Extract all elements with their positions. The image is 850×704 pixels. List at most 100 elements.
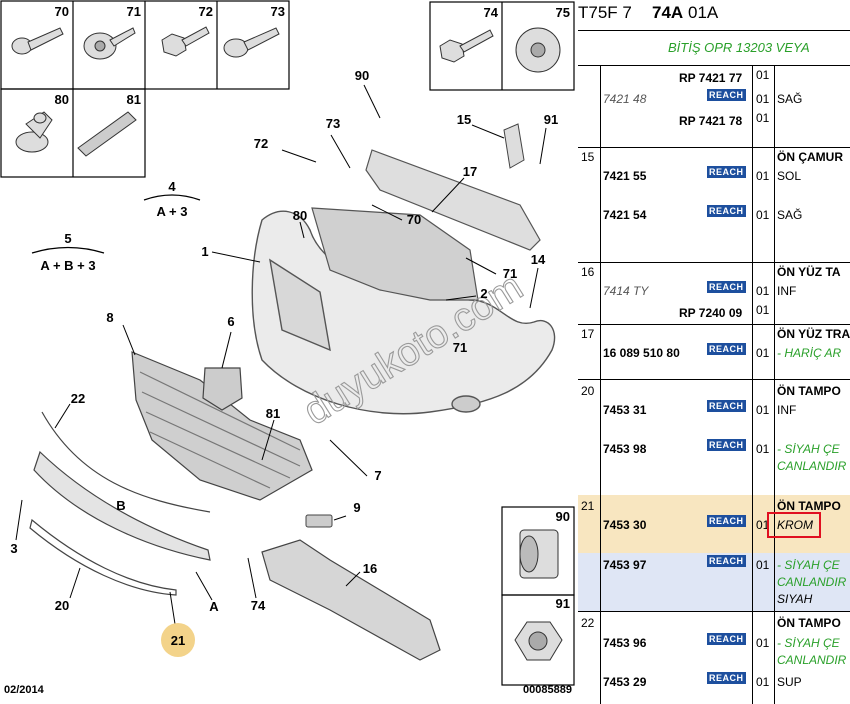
quantity: 01 <box>756 303 770 317</box>
formula-5-top: 5 <box>64 231 71 246</box>
clip-9 <box>305 514 333 528</box>
ref-number: 7421 54 <box>603 208 647 222</box>
model-code: T75F 7 <box>578 3 632 22</box>
inner-bracket <box>311 207 479 301</box>
item-title: ÖN ÇAMUR <box>777 150 843 164</box>
box-label-81: 81 <box>127 92 141 107</box>
ref-number: 7453 97 <box>603 558 647 572</box>
label-17: 17 <box>463 164 477 179</box>
label-8: 8 <box>106 310 113 325</box>
label-16: 16 <box>363 561 377 576</box>
highlight-marker <box>161 623 195 657</box>
box-label-71: 71 <box>127 4 141 19</box>
label-21: 21 <box>171 633 185 648</box>
box-label-75: 75 <box>556 5 570 20</box>
table-row[interactable]: 22 ÖN TAMPO 7453 96 REACH 01 - SİYAH ÇE … <box>578 611 850 704</box>
reach-badge: REACH <box>707 555 746 567</box>
hex-bolt-icon <box>439 29 494 63</box>
group-code: 74A <box>652 3 684 22</box>
item-title: ÖN YÜZ TRA <box>777 327 850 341</box>
quantity: 01 <box>756 442 770 456</box>
table-row[interactable]: 20 ÖN TAMPO 7453 31 REACH 01 INF 7453 98… <box>578 379 850 496</box>
ref-number: RP 7240 09 <box>679 306 743 320</box>
reinforcement-beam <box>365 149 541 251</box>
box-label-91: 91 <box>556 596 570 611</box>
item-title: ÖN TAMPO <box>777 616 841 630</box>
description: SAĞ <box>777 208 803 222</box>
nut-bolt-icon <box>161 26 210 57</box>
push-nut-icon <box>515 27 561 73</box>
emblem <box>202 367 243 411</box>
ref-number: RP 7421 78 <box>679 114 743 128</box>
description: SAĞ <box>777 92 803 106</box>
parts-table: T75F 7 74A 01A BİTİŞ OPR 13203 VEYA RP 7… <box>578 0 850 704</box>
description: - HARİÇ AR <box>777 346 842 360</box>
label-A: A <box>209 599 219 614</box>
quantity: 01 <box>756 92 770 106</box>
quantity: 01 <box>756 675 770 689</box>
description: CANLANDIR <box>777 575 847 589</box>
label-71-a: 71 <box>503 266 517 281</box>
box-label-74: 74 <box>484 5 499 20</box>
item-number: 16 <box>581 265 595 279</box>
description: - SİYAH ÇE <box>777 442 840 456</box>
quantity: 01 <box>756 169 770 183</box>
diagram-ref-number: 00085889 <box>523 684 572 696</box>
quantity: 01 <box>756 346 770 360</box>
description: CANLANDIR <box>777 653 847 667</box>
box-label-70: 70 <box>55 4 69 19</box>
label-22: 22 <box>71 391 85 406</box>
description: CANLANDIR <box>777 459 847 473</box>
side-bracket <box>503 123 525 169</box>
table-row[interactable]: 15 ÖN ÇAMUR 7421 55 REACH 01 SOL 7421 54… <box>578 147 850 263</box>
reach-badge: REACH <box>707 205 746 217</box>
quantity: 01 <box>756 403 770 417</box>
cage-nut-icon <box>514 621 563 661</box>
reach-badge: REACH <box>707 343 746 355</box>
ref-number: 7453 31 <box>603 403 647 417</box>
formula-5-bottom: A + B + 3 <box>40 258 95 273</box>
item-number: 15 <box>581 150 595 164</box>
quantity: 01 <box>756 68 770 82</box>
description: - SİYAH ÇE <box>777 636 840 650</box>
table-row-selected[interactable]: 21 ÖN TAMPO 7453 30 REACH 01 KROM <box>578 495 850 554</box>
reach-badge: REACH <box>707 515 746 527</box>
reach-badge: REACH <box>707 281 746 293</box>
ref-number: 7421 48 <box>603 92 647 106</box>
flange-bolt-icon <box>223 27 280 58</box>
ref-number: 7453 30 <box>603 518 647 532</box>
table-row[interactable]: RP 7421 77 01 7421 48 REACH 01 SAĞ RP 74… <box>578 65 850 148</box>
reach-badge: REACH <box>707 89 746 101</box>
description: SIYAH <box>777 592 813 606</box>
box-label-90: 90 <box>556 509 570 524</box>
box-label-73: 73 <box>271 4 285 19</box>
quantity: 01 <box>756 111 770 125</box>
trim-clip-icon <box>77 111 137 157</box>
table-row[interactable]: 16 ÖN YÜZ TA 7414 TY REACH 01 INF RP 724… <box>578 262 850 325</box>
table-row[interactable]: 17 ÖN YÜZ TRA 16 089 510 80 REACH 01 - H… <box>578 324 850 380</box>
item-number: 20 <box>581 384 595 398</box>
description: SOL <box>777 169 802 183</box>
description: - SİYAH ÇE <box>777 558 840 572</box>
model-header: T75F 7 74A 01A <box>578 0 850 26</box>
item-title: ÖN TAMPO <box>777 384 841 398</box>
label-91: 91 <box>544 112 558 127</box>
item-number: 21 <box>581 499 595 513</box>
table-row[interactable]: 7453 97 REACH 01 - SİYAH ÇE CANLANDIR SI… <box>578 553 850 612</box>
box-label-80: 80 <box>55 92 69 107</box>
reach-badge: REACH <box>707 439 746 451</box>
reach-badge: REACH <box>707 633 746 645</box>
formula-4-top: 4 <box>168 179 176 194</box>
ref-number: 7421 55 <box>603 169 647 183</box>
label-20: 20 <box>55 598 69 613</box>
item-title: ÖN TAMPO <box>777 499 841 513</box>
ref-number: 7453 29 <box>603 675 647 689</box>
label-1: 1 <box>201 244 208 259</box>
fastener-grid-bottom <box>501 506 575 686</box>
lower-absorber <box>261 539 441 661</box>
screw-washer-icon <box>83 27 136 60</box>
label-90: 90 <box>355 68 369 83</box>
diagram-date: 02/2014 <box>4 684 45 696</box>
highlight-box <box>767 512 821 538</box>
quantity: 01 <box>756 636 770 650</box>
